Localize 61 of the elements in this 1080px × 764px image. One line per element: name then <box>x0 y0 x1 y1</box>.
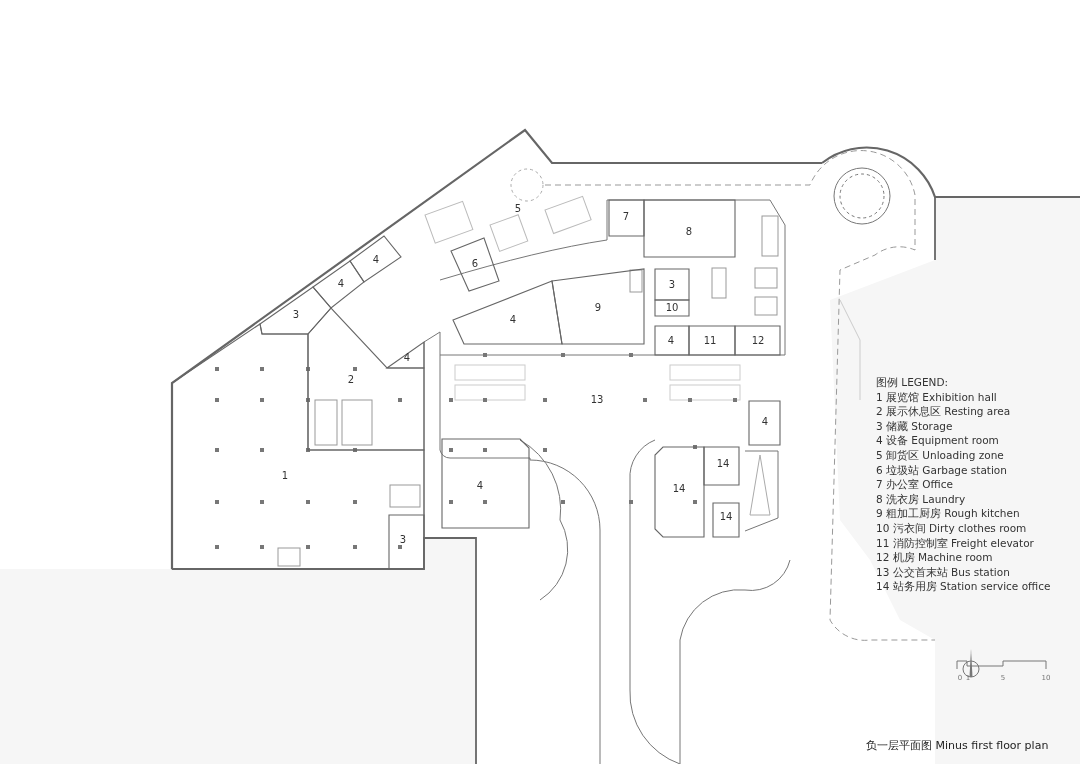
room <box>655 326 689 355</box>
room <box>735 326 780 355</box>
room <box>689 326 735 355</box>
legend-entry: 11 消防控制室 Freight elevator <box>876 536 1034 550</box>
room <box>453 281 562 344</box>
legend-entry: 13 公交首末站 Bus station <box>876 565 1010 579</box>
legend-heading: 图例 LEGEND: <box>876 376 949 389</box>
room <box>644 200 735 257</box>
room-number: 6 <box>471 258 479 270</box>
room <box>172 324 424 569</box>
room <box>749 401 780 445</box>
room-number: 3 <box>668 279 676 291</box>
legend-entry: 6 垃圾站 Garbage station <box>876 463 1007 477</box>
legend-entry: 4 设备 Equipment room <box>876 434 999 448</box>
room <box>442 439 529 528</box>
legend-entry: 5 卸货区 Unloading zone <box>876 449 1004 462</box>
legend-entry: 3 储藏 Storage <box>876 419 953 433</box>
legend-entry: 2 展示休息区 Resting area <box>876 405 1011 419</box>
room-number: 12 <box>751 335 765 347</box>
room-number: 7 <box>622 211 630 223</box>
room-number: 8 <box>685 226 693 238</box>
room <box>713 503 739 537</box>
legend-entry: 8 洗衣房 Laundry <box>876 492 966 506</box>
legend-entry: 9 粗加工厨房 Rough kitchen <box>876 507 1020 521</box>
room-number: 4 <box>403 352 411 364</box>
room-number: 14 <box>719 511 733 523</box>
room-number: 10 <box>665 302 679 314</box>
legend-entry: 14 站务用房 Station service office <box>876 580 1051 594</box>
area-number: 5 <box>514 203 522 215</box>
room-number: 14 <box>672 483 686 495</box>
room-number: 4 <box>476 480 484 492</box>
room <box>451 238 499 291</box>
room <box>609 200 644 236</box>
room <box>387 342 424 368</box>
room-number: 4 <box>761 416 769 428</box>
room <box>655 447 704 537</box>
room-number: 1 <box>281 470 289 482</box>
room <box>308 308 424 450</box>
room-number: 9 <box>594 302 602 314</box>
room-number: 4 <box>667 335 675 347</box>
room-number: 11 <box>703 335 717 347</box>
room-number: 3 <box>292 309 300 321</box>
room <box>350 236 401 282</box>
room <box>655 269 689 300</box>
legend-entry: 12 机房 Machine room <box>876 551 993 565</box>
room-number: 2 <box>347 374 355 386</box>
room <box>655 300 689 316</box>
area-number: 13 <box>590 394 604 406</box>
room-number: 3 <box>399 534 407 546</box>
legend-entry: 10 污衣间 Dirty clothes room <box>876 522 1027 535</box>
room <box>389 515 424 569</box>
room-number: 4 <box>337 278 345 290</box>
room <box>552 269 644 344</box>
room <box>313 261 364 308</box>
room-number: 4 <box>509 314 517 326</box>
legend-entry: 7 办公室 Office <box>876 478 953 492</box>
legend-entry: 1 展览馆 Exhibition hall <box>876 390 997 404</box>
room-number: 4 <box>372 254 380 266</box>
caption: 负一层平面图 Minus first floor plan <box>866 738 1049 753</box>
room-number: 14 <box>716 458 730 470</box>
room <box>704 447 739 485</box>
